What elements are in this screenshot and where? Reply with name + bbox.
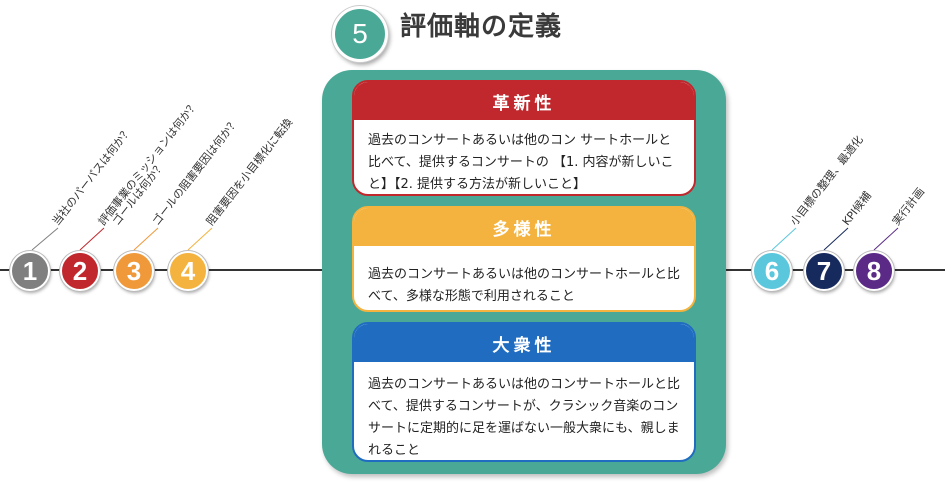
leader-line-3 <box>133 227 159 251</box>
step-circle-4: 4 <box>168 251 208 291</box>
card-innovation-body: 過去のコンサートあるいは他のコン サートホールと比べて、提供するコンサートの 【… <box>368 133 674 192</box>
step-circle-7: 7 <box>804 251 844 291</box>
card-diversity-heading: 多様性 <box>354 208 694 246</box>
step-circle-1: 1 <box>10 251 50 291</box>
timeline-left-line <box>0 269 322 271</box>
card-innovation-heading: 革新性 <box>354 82 694 120</box>
leader-line-2 <box>79 227 105 251</box>
step-circle-3: 3 <box>114 251 154 291</box>
step-circle-8: 8 <box>854 251 894 291</box>
leader-line-4 <box>187 227 213 251</box>
card-diversity: 多様性 過去のコンサートあるいは他のコンサートホールと比べて、多様な形態で利用さ… <box>352 206 696 312</box>
card-diversity-body: 過去のコンサートあるいは他のコンサートホールと比べて、多様な形態で利用されること <box>368 267 681 304</box>
title-step-circle: 5 <box>332 6 388 62</box>
leader-line-1 <box>31 227 59 251</box>
page-title: 評価軸の定義 <box>400 12 563 42</box>
leader-line-6 <box>771 227 797 251</box>
leader-line-7 <box>823 227 849 251</box>
card-popularity-body: 過去のコンサートあるいは他のコンサートホールと比べて、提供するコンサートが、クラ… <box>368 377 681 458</box>
card-innovation: 革新性 過去のコンサートあるいは他のコン サートホールと比べて、提供するコンサー… <box>352 80 696 196</box>
card-popularity: 大衆性 過去のコンサートあるいは他のコンサートホールと比べて、提供するコンサート… <box>352 322 696 462</box>
leader-line-8 <box>873 227 899 251</box>
step-circle-2: 2 <box>60 251 100 291</box>
card-popularity-heading: 大衆性 <box>354 324 694 362</box>
step-circle-6: 6 <box>752 251 792 291</box>
